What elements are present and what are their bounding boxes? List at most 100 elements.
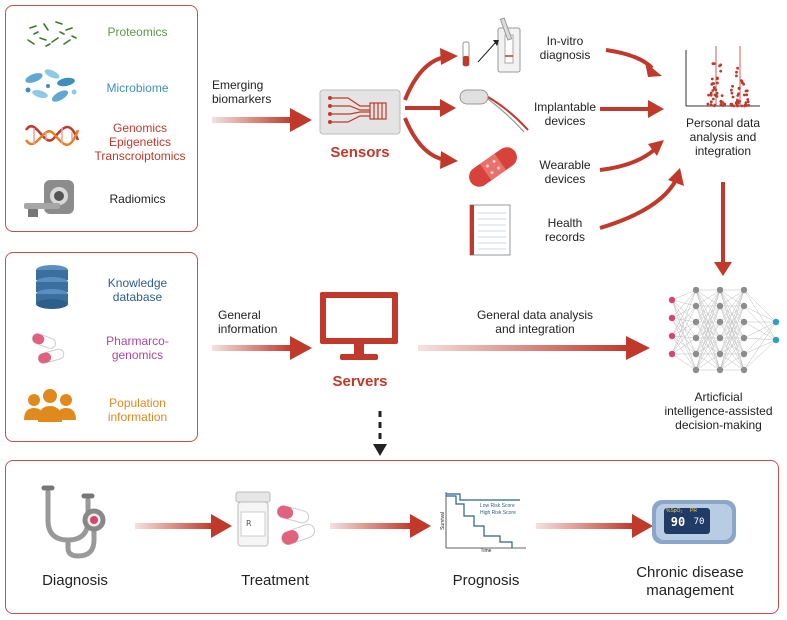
- nn-edge: [695, 337, 721, 371]
- scatter-dot: [722, 104, 726, 107]
- arrow-diagnosis-treatment: [135, 514, 232, 538]
- arrow-implant-to-personal: [600, 100, 664, 118]
- scatter-dot: [720, 94, 724, 97]
- nn-node: [716, 302, 724, 310]
- label-diagnosis: Diagnosis: [42, 572, 108, 589]
- nn-node: [668, 314, 676, 322]
- nn-node: [772, 336, 780, 344]
- survival-plot-icon: [445, 492, 526, 549]
- nn-node: [740, 302, 748, 310]
- arrowhead-wearable-personal: [648, 140, 664, 156]
- nn-node: [716, 350, 724, 358]
- nn-edge: [743, 337, 777, 341]
- scatter-dot: [719, 100, 723, 103]
- nn-edge: [671, 335, 697, 355]
- scatter-dot: [709, 92, 713, 96]
- nn-node: [692, 334, 700, 342]
- database-icon: [36, 265, 68, 309]
- nn-edge: [671, 289, 697, 301]
- nn-edge: [695, 321, 721, 371]
- nn-edge: [671, 321, 697, 337]
- knowledge-box: [5, 252, 198, 442]
- svg-text:R: R: [246, 519, 252, 528]
- nn-edge: [719, 289, 745, 355]
- label-prognosis: Prognosis: [452, 572, 520, 589]
- scatter-dot: [730, 88, 733, 92]
- workflow-box: [5, 460, 779, 614]
- nn-edge: [671, 299, 697, 355]
- nn-node: [740, 366, 748, 374]
- arrow-general-analysis: [418, 336, 650, 360]
- scatter-dot: [743, 104, 746, 108]
- oximeter-pr-value: 70: [693, 517, 705, 527]
- medication-icon: R: [235, 491, 316, 547]
- scatter-dot: [745, 93, 749, 97]
- scatter-dot: [709, 100, 713, 104]
- km-high-label: High Risk Score: [480, 510, 516, 516]
- nn-edge: [743, 289, 777, 323]
- arrow-general-information: [212, 336, 312, 360]
- biomarkers-box: [5, 5, 198, 232]
- nn-edge: [671, 321, 697, 355]
- scatter-dot: [735, 70, 738, 74]
- nn-node: [716, 334, 724, 342]
- nn-edge: [671, 289, 697, 355]
- nn-edge: [743, 305, 777, 323]
- stethoscope-icon: [41, 485, 106, 559]
- scatter-dot: [714, 88, 718, 92]
- scatter-dot: [712, 82, 716, 85]
- scatter-dot: [731, 84, 734, 88]
- nn-edge: [671, 299, 697, 307]
- scatter-dot: [713, 93, 717, 97]
- dna-icon: [24, 125, 80, 146]
- scatter-dot: [736, 94, 740, 97]
- arrow-sensor-to-invitro: [403, 55, 446, 101]
- arrowhead-wearable: [440, 151, 458, 169]
- label-emerging-biomarkers: Emerging biomarkers: [212, 78, 272, 106]
- nn-edge: [671, 337, 697, 355]
- scatter-dot: [740, 104, 744, 108]
- nn-node: [692, 302, 700, 310]
- label-omics: Genomics Epigenetics Transcroiptomics: [94, 121, 186, 163]
- scatter-dot: [709, 103, 713, 107]
- label-proteomics: Proteomics: [107, 25, 168, 39]
- nn-edge: [719, 289, 745, 339]
- nn-edge: [671, 353, 697, 371]
- nn-edge: [695, 289, 721, 307]
- nn-node: [692, 286, 700, 294]
- scatter-dot: [713, 104, 716, 108]
- arrow-invitro-to-personal: [605, 48, 654, 70]
- scatter-dot: [738, 86, 741, 90]
- nn-edge: [671, 317, 697, 339]
- bandage-icon: [469, 147, 517, 187]
- scatter-dot: [735, 74, 738, 78]
- scatter-dot: [712, 86, 716, 89]
- scatter-dot: [721, 101, 725, 104]
- nn-edge: [671, 317, 697, 323]
- nn-edge: [671, 317, 697, 355]
- label-servers: Servers: [332, 373, 388, 390]
- nn-edge: [671, 289, 697, 337]
- scatter-dot: [715, 91, 719, 95]
- arrow-treatment-prognosis: [330, 514, 431, 538]
- nn-edge: [743, 289, 777, 341]
- neural-network-icon: [668, 286, 780, 374]
- scatter-dot: [719, 69, 723, 73]
- arrowhead-invitro-personal: [645, 62, 662, 77]
- scatter-dot: [738, 100, 742, 103]
- pill-capsule-icon: [31, 333, 65, 364]
- scatter-dot: [744, 101, 748, 105]
- scatter-dot: [731, 95, 735, 99]
- label-sensors: Sensors: [330, 144, 390, 161]
- nn-edge: [695, 289, 721, 355]
- test-strip-icon: [462, 17, 521, 73]
- nn-node: [772, 318, 780, 326]
- implant-device-icon: [459, 89, 529, 133]
- nn-node: [740, 334, 748, 342]
- monitor-icon: [320, 292, 398, 360]
- label-knowledge-database: Knowledge database: [107, 276, 168, 304]
- nn-edge: [719, 289, 745, 371]
- nn-edge: [743, 321, 777, 341]
- ct-scanner-icon: [24, 180, 74, 217]
